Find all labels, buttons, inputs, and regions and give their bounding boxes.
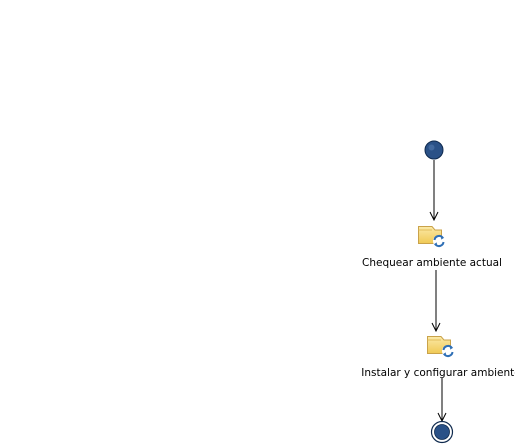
final-node[interactable] xyxy=(430,420,454,444)
folder-refresh-icon xyxy=(427,336,454,358)
initial-node[interactable] xyxy=(424,140,444,160)
activity-node-chequear[interactable]: Chequear ambiente actual xyxy=(362,226,502,270)
activity-label-instalar: Instalar y configurar ambiente xyxy=(361,367,515,379)
folder-refresh-icon xyxy=(418,226,445,248)
activity-label-chequear: Chequear ambiente actual xyxy=(362,257,502,269)
activity-node-instalar[interactable]: Instalar y configurar ambiente xyxy=(361,336,515,380)
